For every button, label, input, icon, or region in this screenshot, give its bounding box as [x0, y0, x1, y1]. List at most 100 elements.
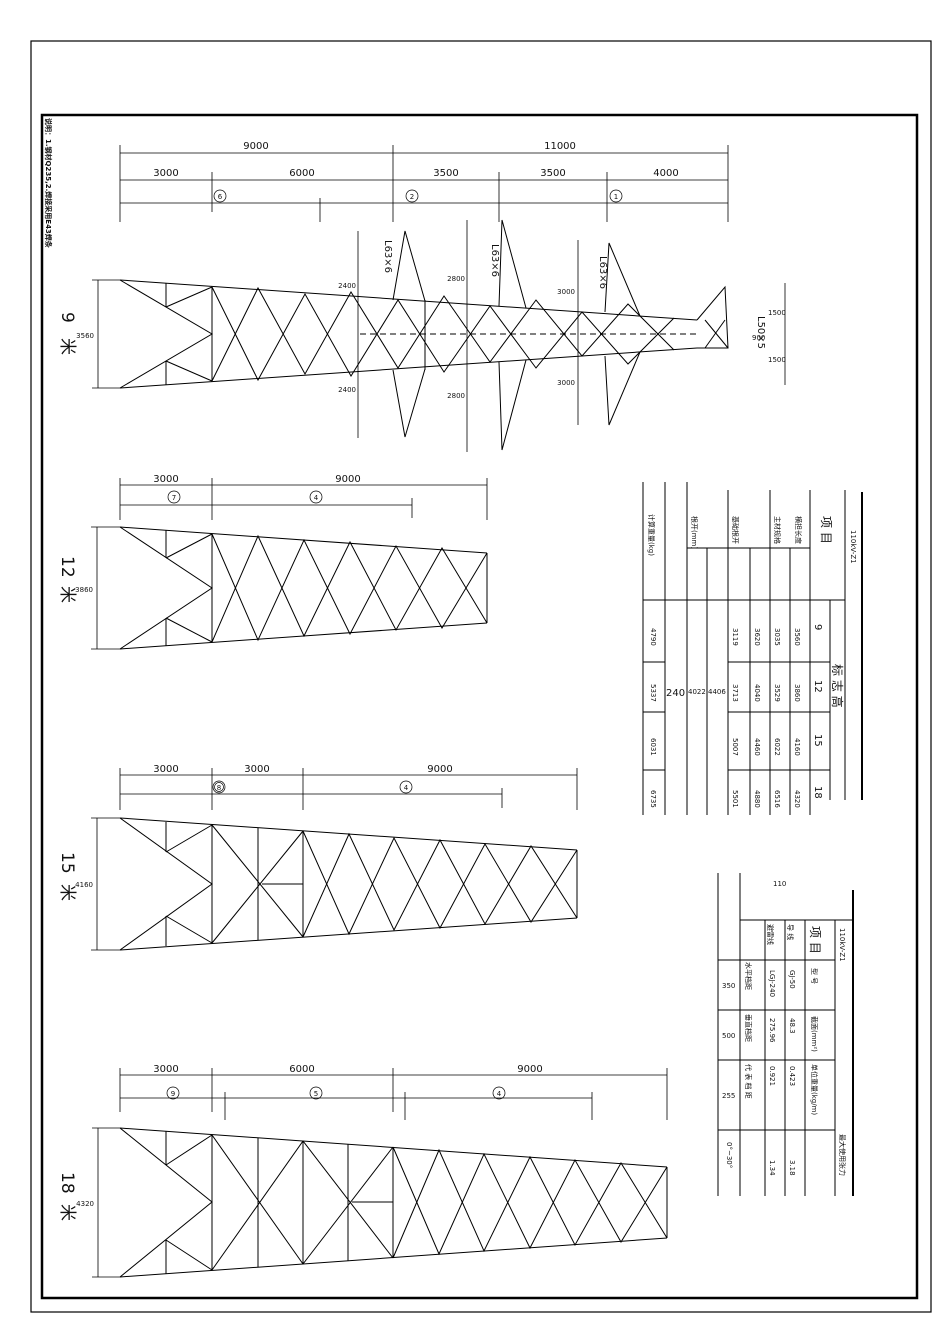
truss-members	[119, 1127, 668, 1278]
height-cell: 18	[812, 786, 823, 799]
tower-18m: 3000 6000 9000 9 5 4	[57, 1064, 668, 1278]
dim-top: 3000	[153, 764, 178, 775]
section-number: 4	[404, 784, 409, 792]
dimension-lines	[91, 478, 488, 650]
section-markers	[213, 189, 623, 203]
dimension-lines	[91, 768, 578, 951]
header-cell: 计算重量(kg)	[647, 514, 656, 556]
tower-12m: 3000 9000 7 4 3860 12 米	[57, 474, 488, 650]
truss-members	[119, 817, 578, 951]
col-label: 型 号	[810, 968, 819, 984]
dim-top: 9000	[427, 764, 452, 775]
header-cell: 根开(mm)	[690, 516, 699, 549]
table-cell: 4022	[688, 688, 706, 696]
section-number: 8	[217, 784, 221, 792]
dim-top: 9000	[517, 1064, 542, 1075]
table-cell: 6516	[773, 790, 781, 808]
table-cell: 3119	[731, 628, 739, 646]
side-note: 说明：1.钢材Q235,2.焊接采用E43焊条	[44, 118, 53, 249]
table-cell: 3560	[793, 628, 801, 646]
arm-dim: 2400	[338, 386, 356, 394]
dim-seg-5: 4000	[653, 168, 678, 179]
dim-top: 3000	[244, 764, 269, 775]
section-number: 5	[314, 1090, 318, 1098]
arm-dim: 3000	[557, 288, 575, 296]
arm-dim: 2800	[447, 275, 465, 283]
table-code: 110kV-Z1	[849, 530, 857, 564]
header-cell: 主材规格	[773, 516, 782, 544]
dim-top: 3000	[153, 1064, 178, 1075]
arm-dim: 1500	[768, 309, 786, 317]
truss-members	[119, 526, 488, 650]
conductor-table: 110 项 目 110kV-Z1 导 线 避雷线 型 号 截面(mm²) 单位重…	[717, 873, 854, 1196]
col-label: 最大使用张力	[838, 1134, 847, 1176]
truss-members	[119, 219, 729, 451]
table-cell: 5337	[649, 684, 657, 702]
table-cell: 4880	[753, 790, 761, 808]
arm-dim: 2800	[447, 392, 465, 400]
table-cell: 5501	[731, 790, 739, 808]
table-row-label: 标 志 高	[830, 664, 845, 708]
table-cell: 3529	[773, 684, 781, 702]
arm-dim: 1500	[768, 356, 786, 364]
base-width-label: 3860	[75, 586, 93, 594]
left-label: 垂直档距	[744, 1014, 753, 1042]
table-cell: 4790	[649, 628, 657, 646]
dim-top: 6000	[289, 1064, 314, 1075]
dimension-lines	[92, 1068, 668, 1278]
tower-15m: 3000 3000 9000 8 4 4160 15 米	[57, 764, 578, 951]
col-label: 截面(mm²)	[810, 1016, 819, 1052]
conductor-value: 0.921	[768, 1066, 776, 1086]
tower-height-label: 18	[57, 1172, 77, 1194]
table-code: 110kV-Z1	[838, 928, 846, 962]
angle-value: 0°~30°	[725, 1142, 733, 1168]
section-number: 6	[218, 193, 223, 201]
left-value: 500	[722, 1032, 735, 1040]
arm-dim: 900	[752, 334, 765, 342]
table-cell: 4460	[753, 738, 761, 756]
tower-height-unit: 米	[57, 884, 77, 901]
left-label: 水平档距	[744, 962, 753, 990]
ground-value: 3.18	[788, 1160, 796, 1176]
height-cell: 12	[812, 680, 823, 693]
tower-weight-table: 项 目 110kV-Z1 标 志 高 9 12 15 18 计算重量(kg) 根…	[642, 482, 863, 815]
height-cell: 9	[812, 624, 823, 630]
dim-top: 9000	[335, 474, 360, 485]
dim-seg-4: 3500	[540, 168, 565, 179]
section-number: 2	[410, 193, 414, 201]
table-title: 项 目	[819, 516, 833, 544]
arm-dim: 2400	[338, 282, 356, 290]
dim-seg-2: 6000	[289, 168, 314, 179]
header-cell: 横担长度	[794, 516, 803, 544]
profile-label: L63×6	[597, 256, 608, 289]
conductor-value: 275.96	[768, 1018, 776, 1043]
table-cell: 4320	[793, 790, 801, 808]
conductor-value: LGJ-240	[768, 970, 776, 997]
tower-height-label: 12	[57, 556, 77, 578]
section-number: 4	[497, 1090, 502, 1098]
table-cell: 4160	[793, 738, 801, 756]
dim-seg-3: 3500	[433, 168, 458, 179]
table-title: 项 目	[808, 926, 822, 954]
base-width-label: 4160	[75, 881, 93, 889]
tower-height-unit: 米	[57, 586, 77, 603]
height-cell: 15	[812, 734, 823, 747]
ground-value: GJ-50	[788, 970, 796, 989]
header-cell: 基础根开	[731, 516, 740, 544]
table-cell: 5007	[731, 738, 739, 756]
ground-value: 0.423	[788, 1066, 796, 1086]
table-voltage: 110	[773, 880, 786, 888]
dim-seg-1: 3000	[153, 168, 178, 179]
tower-height-unit: 米	[57, 1204, 77, 1221]
section-number: 1	[614, 193, 618, 201]
table-cell: 6031	[649, 738, 657, 756]
base-width-label: 4320	[76, 1200, 94, 1208]
base-width-label: 3560	[76, 332, 94, 340]
dim-top-1: 9000	[243, 141, 268, 152]
section-number: 9	[171, 1090, 175, 1098]
inner-border	[40, 113, 919, 1300]
section-number: 7	[172, 494, 176, 502]
dim-top-2: 11000	[544, 141, 576, 152]
table-cell: 6735	[649, 790, 657, 808]
